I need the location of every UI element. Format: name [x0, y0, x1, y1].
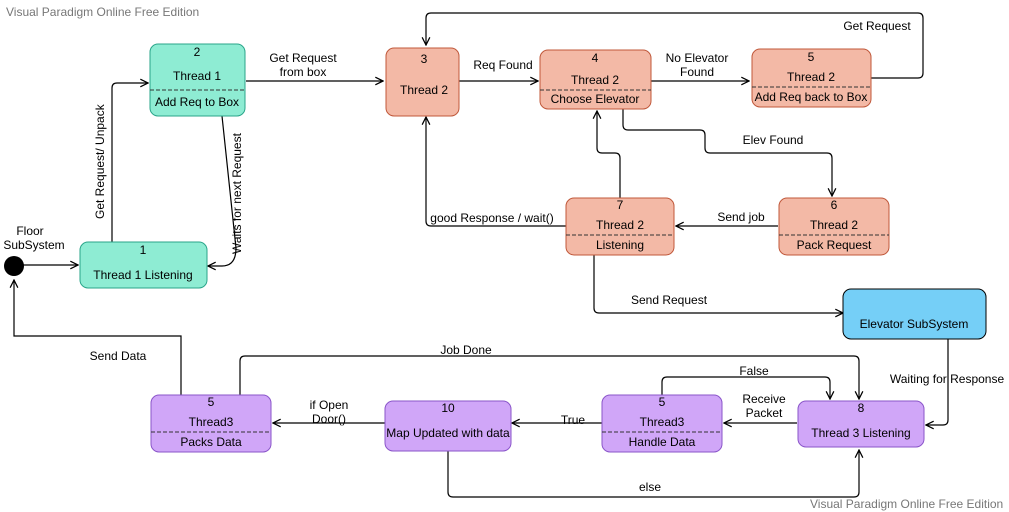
- state-8-box: [797, 400, 925, 448]
- state-2-box: [149, 43, 246, 117]
- state-7-title: Thread 2: [596, 218, 644, 232]
- edge-2-to-1: [208, 115, 237, 266]
- state-10-number: 10: [441, 401, 455, 415]
- label-send-data: Send Data: [90, 349, 147, 363]
- state-4-title: Thread 2: [571, 73, 619, 87]
- state-6-box: [778, 197, 890, 256]
- state-5b-box: [601, 394, 723, 453]
- edges: [14, 12, 949, 498]
- state-5c-action: Packs Data: [180, 435, 242, 449]
- label-get-request-unpack: Get Request/ Unpack: [93, 103, 107, 219]
- state-5a-action: Add Req back to Box: [755, 90, 868, 104]
- edge-elevator-to-8: [926, 339, 949, 425]
- state-3-number: 3: [421, 52, 428, 66]
- label-receive-packet-1: Receive: [742, 392, 786, 406]
- state-4: 4 Thread 2 Choose Elevator: [539, 49, 652, 110]
- state-2-action: Add Req to Box: [155, 95, 239, 109]
- label-no-elevator-2: Found: [680, 65, 714, 79]
- state-10-title: Map Updated with data: [386, 426, 510, 440]
- elevator-subsystem-title: Elevator SubSystem: [860, 317, 969, 331]
- label-send-job: Send job: [717, 210, 765, 224]
- state-7: 7 Thread 2 Listening: [565, 197, 675, 256]
- state-10: 10 Map Updated with data: [384, 400, 512, 452]
- state-5b-number: 5: [659, 395, 666, 409]
- label-get-request-from-box-2: from box: [280, 65, 327, 79]
- state-7-box: [565, 197, 675, 256]
- state-5a-title: Thread 2: [787, 70, 835, 84]
- label-false: False: [739, 364, 769, 378]
- watermark-bottom: Visual Paradigm Online Free Edition: [810, 497, 1003, 511]
- state-6-title: Thread 2: [810, 218, 858, 232]
- edge-labels: Get Request/ Unpack Waits for next Reque…: [90, 19, 1005, 494]
- elevator-subsystem-box: [842, 288, 987, 340]
- state-2-number: 2: [194, 45, 201, 59]
- edge-7-to-elevator: [593, 255, 843, 313]
- label-receive-packet-2: Packet: [746, 406, 783, 420]
- edge-1-to-2: [111, 83, 148, 242]
- label-else: else: [639, 480, 661, 494]
- state-4-action: Choose Elevator: [551, 92, 640, 106]
- state-1-box: [79, 241, 208, 289]
- state-8-number: 8: [858, 401, 865, 415]
- edge-5a-to-3: [426, 12, 924, 79]
- state-8-title: Thread 3 Listening: [811, 426, 910, 440]
- state-2: 2 Thread 1 Add Req to Box: [149, 43, 246, 117]
- watermark-top: Visual Paradigm Online Free Edition: [6, 5, 199, 19]
- initial-label-line2: SubSystem: [3, 238, 64, 252]
- initial-node: Floor SubSystem: [3, 224, 65, 276]
- state-5b-action: Handle Data: [629, 435, 696, 449]
- label-if-open-2: Door(): [312, 412, 346, 426]
- label-good-response: good Response / wait(): [430, 211, 553, 225]
- label-send-request: Send Request: [631, 293, 708, 307]
- edge-5b-to-8: [661, 376, 830, 399]
- state-5c-title: Thread3: [189, 415, 234, 429]
- state-7-number: 7: [617, 198, 624, 212]
- state-8: 8 Thread 3 Listening: [797, 400, 925, 448]
- state-1-title: Thread 1 Listening: [93, 268, 192, 282]
- state-6: 6 Thread 2 Pack Request: [778, 197, 890, 256]
- state-7-action: Listening: [596, 238, 644, 252]
- label-get-request-from-box-1: Get Request: [269, 51, 337, 65]
- label-waiting-for-response: Waiting for Response: [890, 372, 1005, 386]
- label-waits-next-request: Waits for next Request: [230, 132, 244, 254]
- state-1: 1 Thread 1 Listening: [79, 241, 208, 289]
- initial-label-line1: Floor: [16, 224, 43, 238]
- label-if-open-1: if Open: [310, 398, 349, 412]
- label-job-done: Job Done: [440, 343, 492, 357]
- state-2-title: Thread 1: [173, 69, 221, 83]
- state-1-number: 1: [140, 243, 147, 257]
- edge-7-to-4: [597, 111, 621, 198]
- edge-5c-to-8: [239, 355, 859, 399]
- state-3-title: Thread 2: [400, 83, 448, 97]
- elevator-subsystem: Elevator SubSystem: [842, 288, 987, 340]
- label-true: True: [561, 413, 586, 427]
- edge-7-to-3: [426, 117, 566, 227]
- state-5a: 5 Thread 2 Add Req back to Box: [751, 48, 872, 108]
- state-4-box: [539, 49, 652, 110]
- state-6-action: Pack Request: [797, 238, 872, 252]
- label-elev-found: Elev Found: [743, 133, 804, 147]
- state-5c-box: [150, 394, 272, 453]
- label-no-elevator-1: No Elevator: [666, 51, 729, 65]
- state-10-box: [384, 400, 512, 452]
- state-3: 3 Thread 2: [385, 47, 460, 117]
- edge-10-to-8: [447, 450, 859, 498]
- state-5a-number: 5: [808, 50, 815, 64]
- edge-4-to-6: [622, 109, 832, 196]
- state-3-box: [385, 47, 460, 117]
- label-req-found: Req Found: [473, 58, 532, 72]
- state-5a-box: [751, 48, 872, 108]
- initial-state-dot: [4, 256, 24, 276]
- state-5b: 5 Thread3 Handle Data: [601, 394, 723, 453]
- state-5c: 5 Thread3 Packs Data: [150, 394, 272, 453]
- state-5b-title: Thread3: [640, 415, 685, 429]
- state-4-number: 4: [592, 51, 599, 65]
- state-5c-number: 5: [208, 395, 215, 409]
- state-6-number: 6: [831, 198, 838, 212]
- label-get-request: Get Request: [843, 19, 911, 33]
- edge-5c-to-initial: [14, 280, 182, 395]
